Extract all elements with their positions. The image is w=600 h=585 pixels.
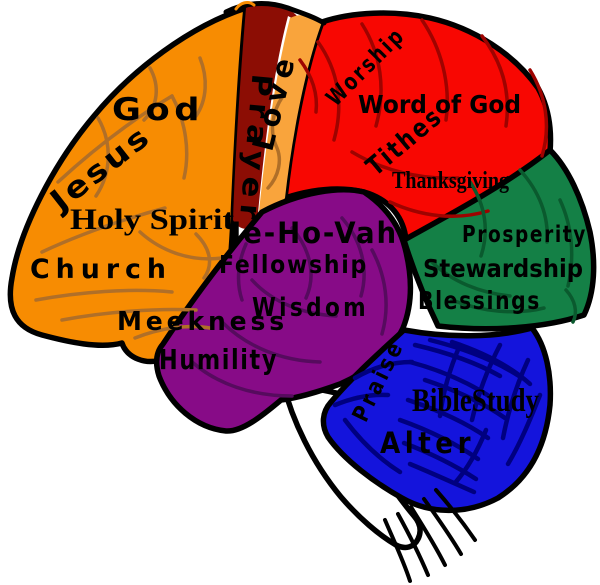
- label-word-of-god: Word of God: [358, 90, 521, 119]
- label-prosperity: Prosperity: [462, 222, 587, 248]
- label-meekness: Meekness: [117, 307, 288, 337]
- temporal-lobe-veins: [190, 216, 388, 398]
- brainstem-nerve-lines: [383, 488, 477, 583]
- label-god: God: [112, 92, 204, 128]
- label-stewardship: Stewardship: [423, 254, 583, 283]
- cerebellum-streaks: [332, 337, 543, 495]
- label-alter: Alter: [380, 426, 475, 460]
- temporal-lobe-region: [153, 187, 414, 434]
- label-fellowship: Fellowship: [219, 250, 368, 279]
- occipital-lobe-region: [401, 147, 597, 332]
- occipital-lobe-veins: [430, 168, 578, 324]
- label-thanksgiving: Thanksgiving: [392, 168, 509, 194]
- label-church: Church: [30, 254, 172, 285]
- label-jehovah: Je-Ho-Vah: [229, 216, 398, 250]
- label-bible-study: BibleStudy: [412, 383, 539, 419]
- love-band-vein: [266, 94, 285, 190]
- frontal-lobe-veins: [34, 56, 224, 340]
- top-flourish: [234, 0, 256, 11]
- label-wisdom: Wisdom: [252, 293, 369, 323]
- top-outline: [223, 0, 327, 26]
- label-blessings: Blessings: [418, 286, 541, 315]
- label-humility: Humility: [159, 343, 278, 376]
- parietal-lobe-veins: [298, 18, 549, 218]
- prayer-band-region: [233, 3, 306, 229]
- frontal-lobe-region: [7, 5, 249, 365]
- labels: God Jesus Holy Spirit Church Prayer Love…: [30, 23, 587, 460]
- label-holy-spirit: Holy Spirit: [70, 203, 234, 236]
